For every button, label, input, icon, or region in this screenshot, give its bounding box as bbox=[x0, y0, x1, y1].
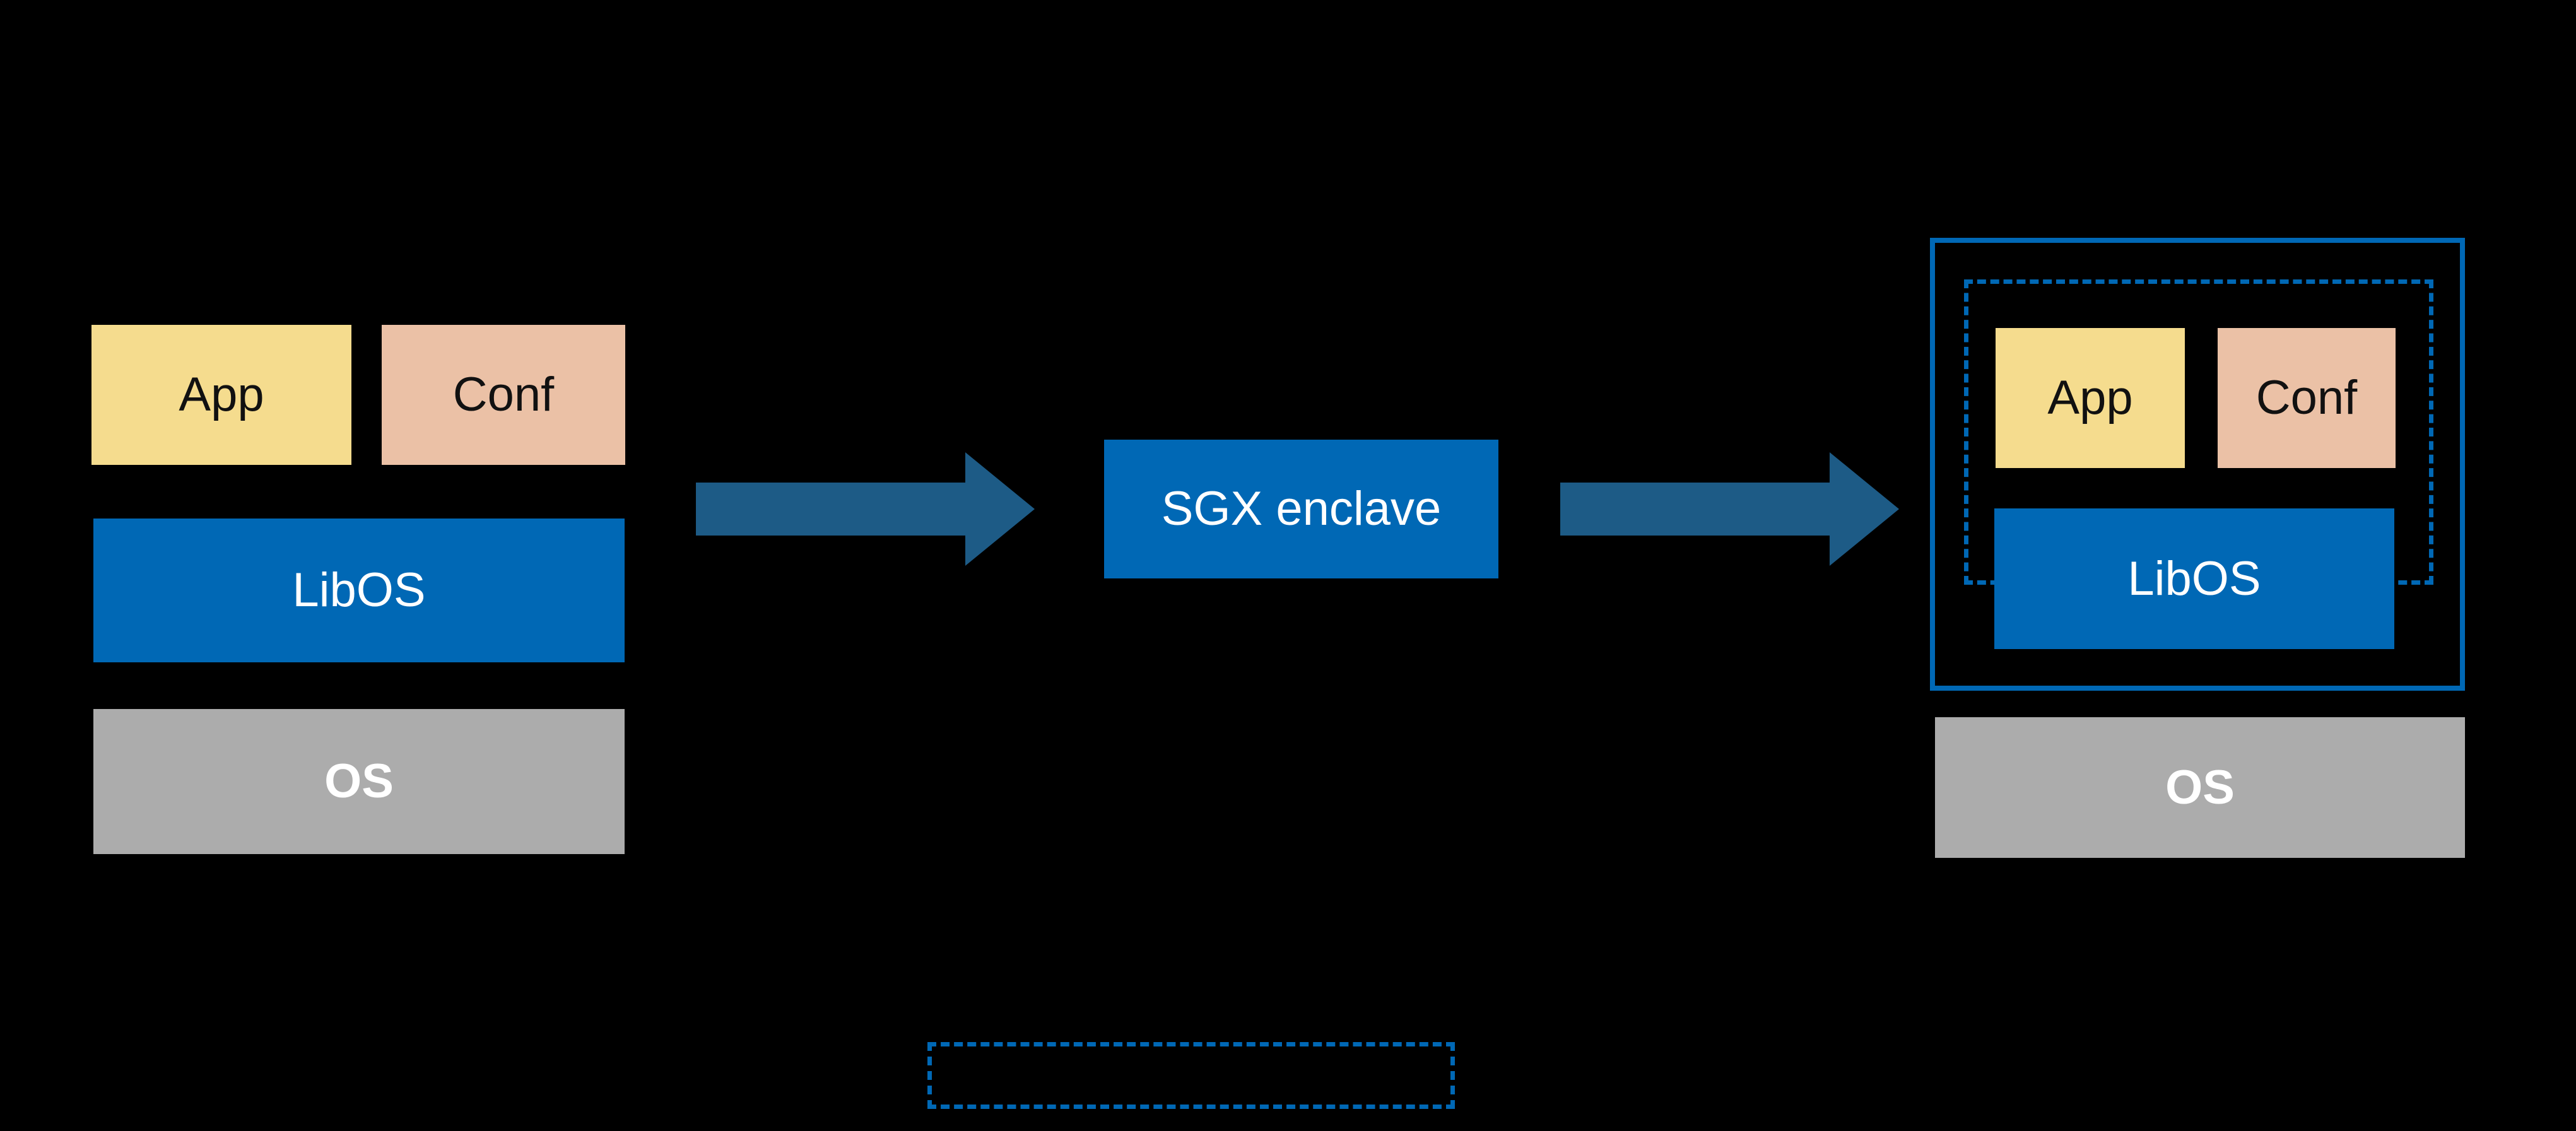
legend-dashed-box bbox=[927, 1042, 1455, 1109]
arrow-right-icon bbox=[696, 452, 1035, 566]
left-os-box: OS bbox=[93, 709, 625, 854]
sgx-enclave-box: SGX enclave bbox=[1104, 440, 1498, 578]
left-conf-box: Conf bbox=[382, 325, 625, 465]
enclave-boundary-box bbox=[1930, 238, 2465, 691]
arrow-right-icon bbox=[1560, 452, 1899, 566]
right-conf-box: Conf bbox=[2218, 328, 2396, 468]
left-libos-box: LibOS bbox=[93, 519, 625, 662]
right-app-box: App bbox=[1996, 328, 2185, 468]
left-app-box: App bbox=[91, 325, 351, 465]
right-libos-box: LibOS bbox=[1994, 508, 2394, 649]
right-os-box: OS bbox=[1935, 717, 2465, 858]
